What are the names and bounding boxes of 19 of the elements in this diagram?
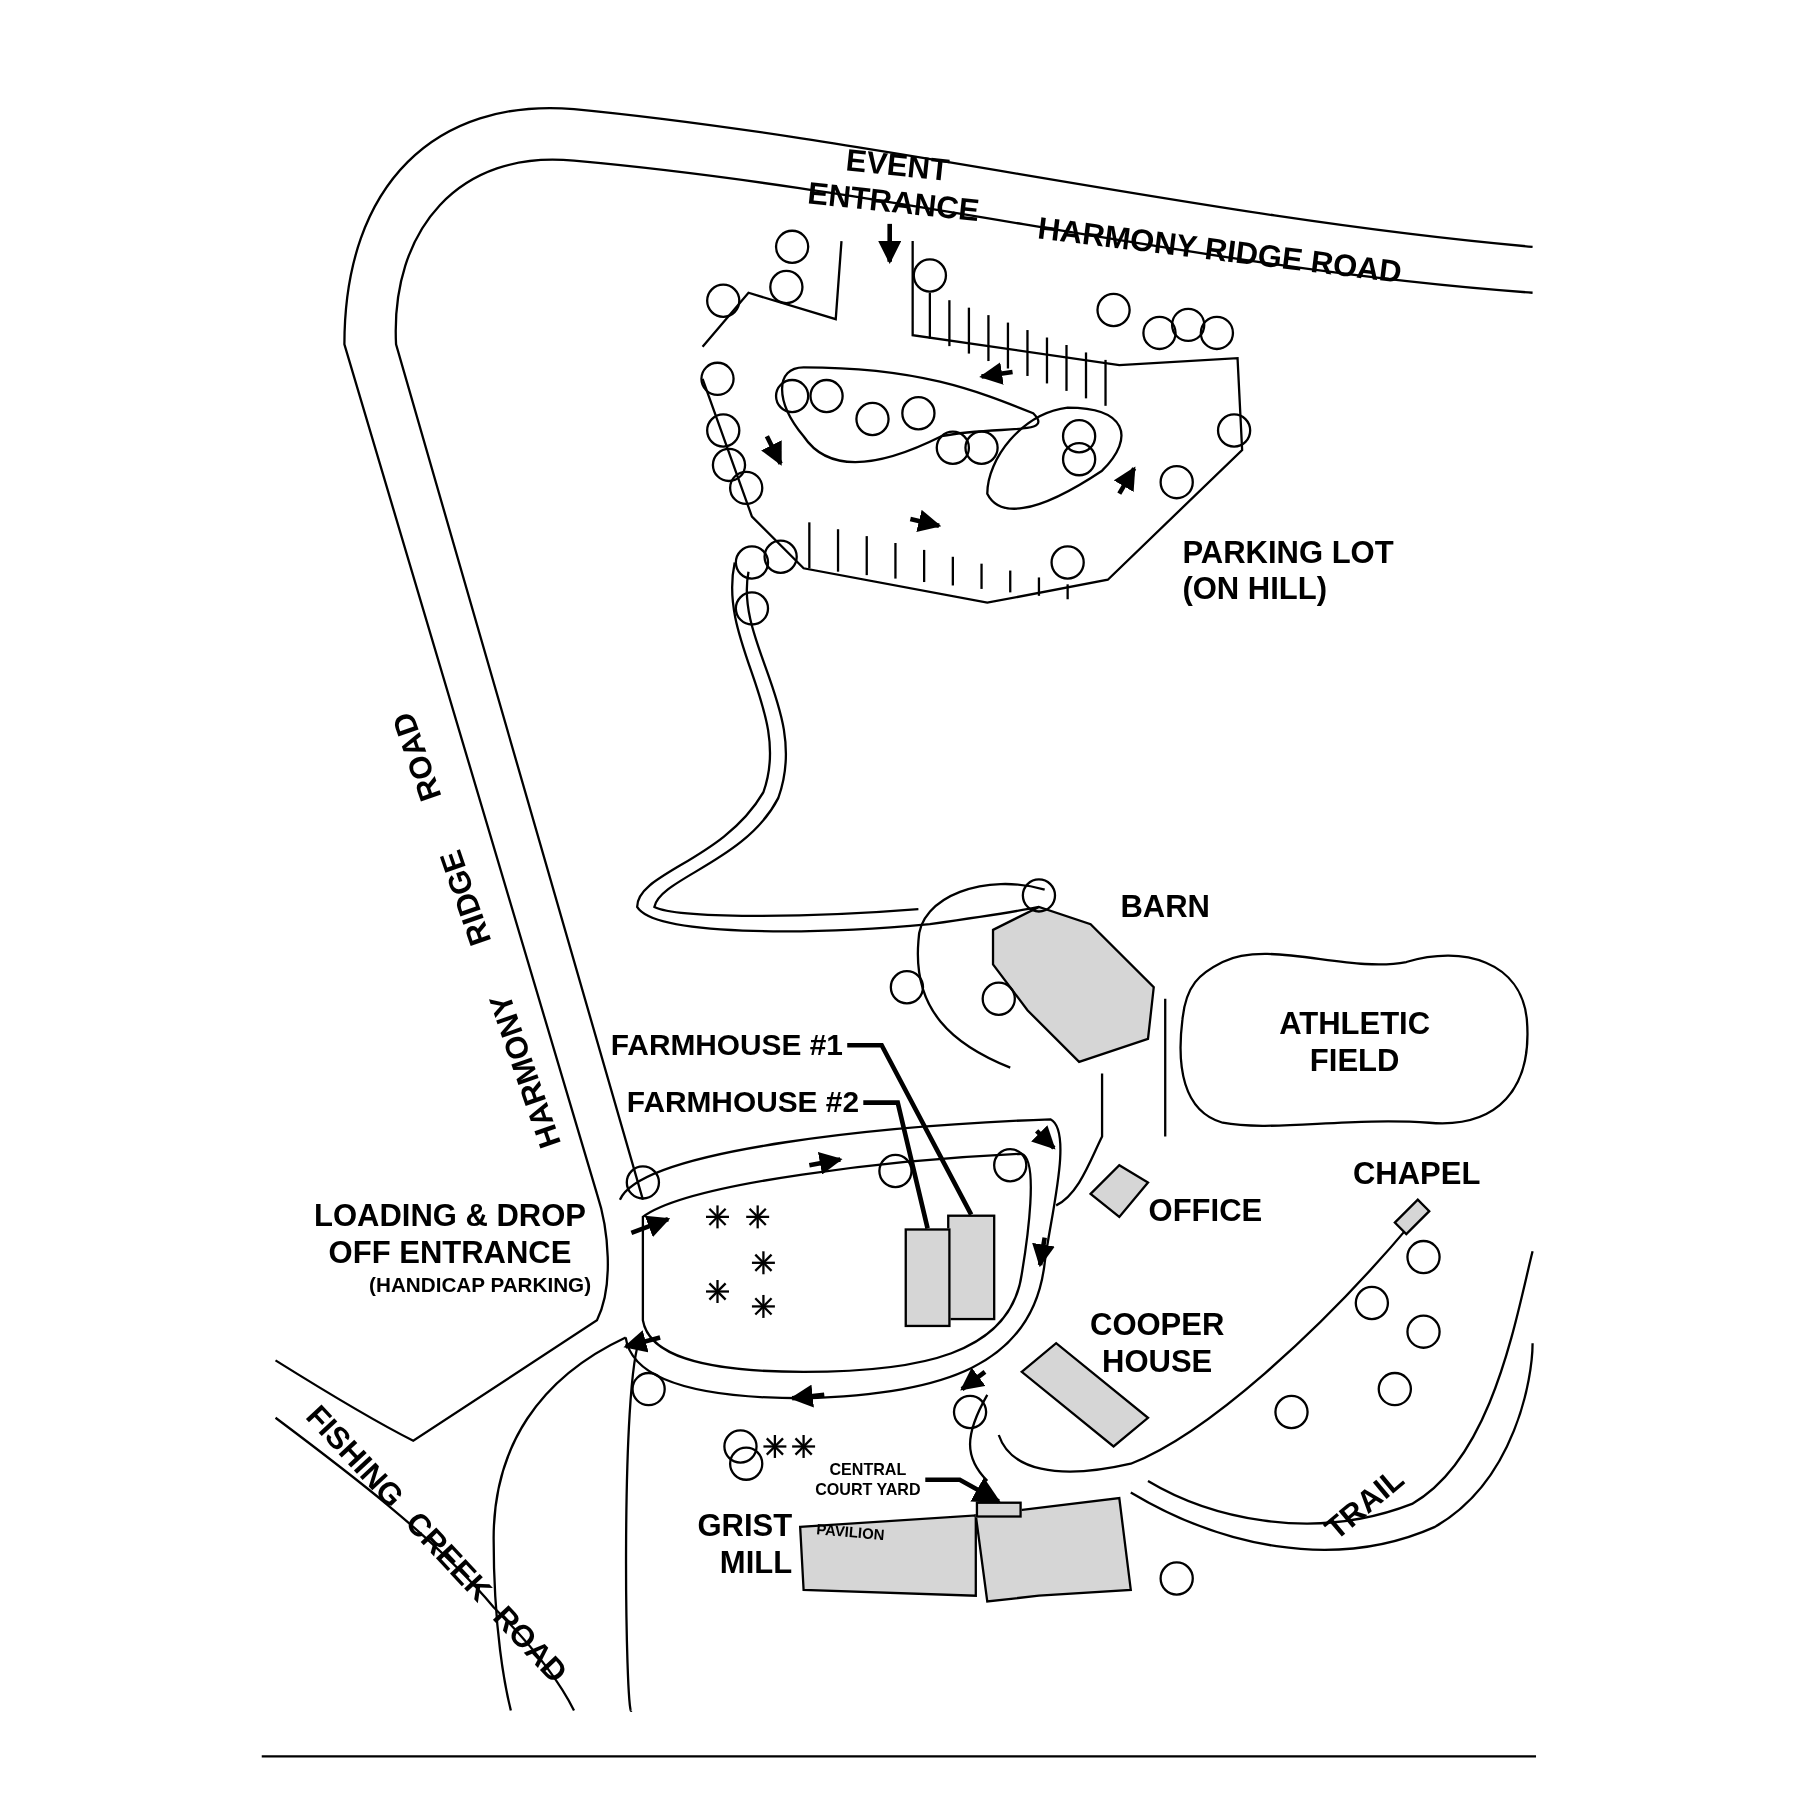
farmhouse-building: [904, 1228, 951, 1328]
building-label: CHAPEL: [1352, 1155, 1481, 1193]
building-label: GRIST MILL: [696, 1506, 793, 1582]
area-label: PARKING LOT (ON HILL): [1182, 533, 1395, 609]
building-label: OFFICE: [1148, 1192, 1263, 1230]
area-label: CENTRAL COURT YARD: [815, 1460, 921, 1499]
building-label: FARMHOUSE #2: [626, 1084, 859, 1121]
building-label: PAVILION: [815, 1520, 885, 1545]
building-label: COOPER HOUSE: [1089, 1306, 1226, 1381]
pointer-arrow: [925, 1477, 1002, 1504]
leader-line: [863, 1100, 930, 1229]
farmhouse-building: [947, 1214, 996, 1321]
shed-building: [975, 1501, 1022, 1518]
area-label: ATHLETIC FIELD: [1278, 1005, 1432, 1080]
building-label: FARMHOUSE #1: [610, 1027, 843, 1064]
leader-line: [847, 1042, 974, 1216]
entrance-label: LOADING & DROP OFF ENTRANCE: [312, 1196, 588, 1272]
parking-note: (HANDICAP PARKING): [369, 1273, 592, 1298]
building-label: BARN: [1120, 888, 1210, 926]
